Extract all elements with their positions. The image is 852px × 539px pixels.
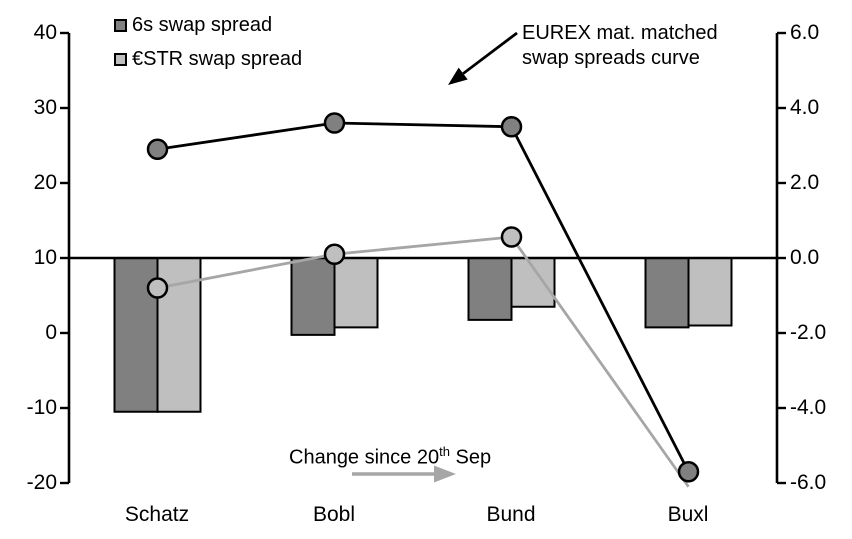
marker-6s-bobl [323,112,346,134]
marker-6s-schatz [146,138,169,160]
legend-swatch-6s-icon [114,18,127,32]
curve-annotation-arrow-icon-head [448,67,468,85]
category-label-bobl: Bobl [312,503,356,526]
curve-annotation-line1: EUREX mat. matched [522,22,718,44]
curve-annotation-line2: swap spreads curve [522,47,700,69]
change-annotation-suffix: Sep [449,446,492,469]
legend-label-6s: 6s swap spread [132,14,273,36]
left-axis-tick-label: 30 [33,96,57,119]
change-annotation-text: Change since 20 [289,446,440,469]
bar-estr-bobl [333,257,379,329]
category-label-schatz: Schatz [124,503,190,526]
marker-estr-bobl [323,243,346,265]
legend-swatch-estr-icon [114,52,127,66]
change-annotation: Change since 20th Sep [289,440,491,470]
marker-estr-schatz [146,277,169,299]
right-axis-tick-label: 0.0 [790,246,820,269]
right-axis-tick-label: 6.0 [790,21,820,44]
curve-annotation: EUREX mat. matched swap spreads curve [522,21,718,71]
curve-estr [157,235,690,488]
marker-6s-buxl [677,461,700,483]
left-axis-tick-label: 40 [33,21,57,44]
bar-estr-buxl [687,257,733,327]
curve-annotation-arrow-icon-shaft [462,31,518,75]
right-axis-tick-label: 2.0 [790,171,820,194]
left-axis-tick-label: 10 [33,246,57,269]
right-axis-tick-label: -6.0 [790,471,827,494]
left-axis-tick-label: -10 [26,396,57,419]
right-axis-tick-label: -2.0 [790,321,827,344]
left-axis-tick-label: -20 [26,471,57,494]
change-arrow-icon-head [434,465,456,483]
marker-estr-bund [500,226,523,248]
change-annotation-sup: th [439,444,450,459]
bar-6s-bobl [290,257,336,336]
right-axis-tick-label: -4.0 [790,396,827,419]
marker-6s-bund [500,116,523,138]
left-axis-tick-label: 20 [33,171,57,194]
legend-item-estr: €STR swap spread [114,48,302,70]
category-label-bund: Bund [486,503,536,526]
bar-6s-buxl [644,257,690,329]
left-axis-tick-label: 0 [45,321,57,344]
bar-6s-bund [467,257,513,321]
legend-label-estr: €STR swap spread [132,48,303,70]
right-axis-tick-label: 4.0 [790,96,820,119]
legend-item-6s: 6s swap spread [114,14,272,36]
category-label-buxl: Buxl [667,503,709,526]
curve-6s [157,121,690,473]
